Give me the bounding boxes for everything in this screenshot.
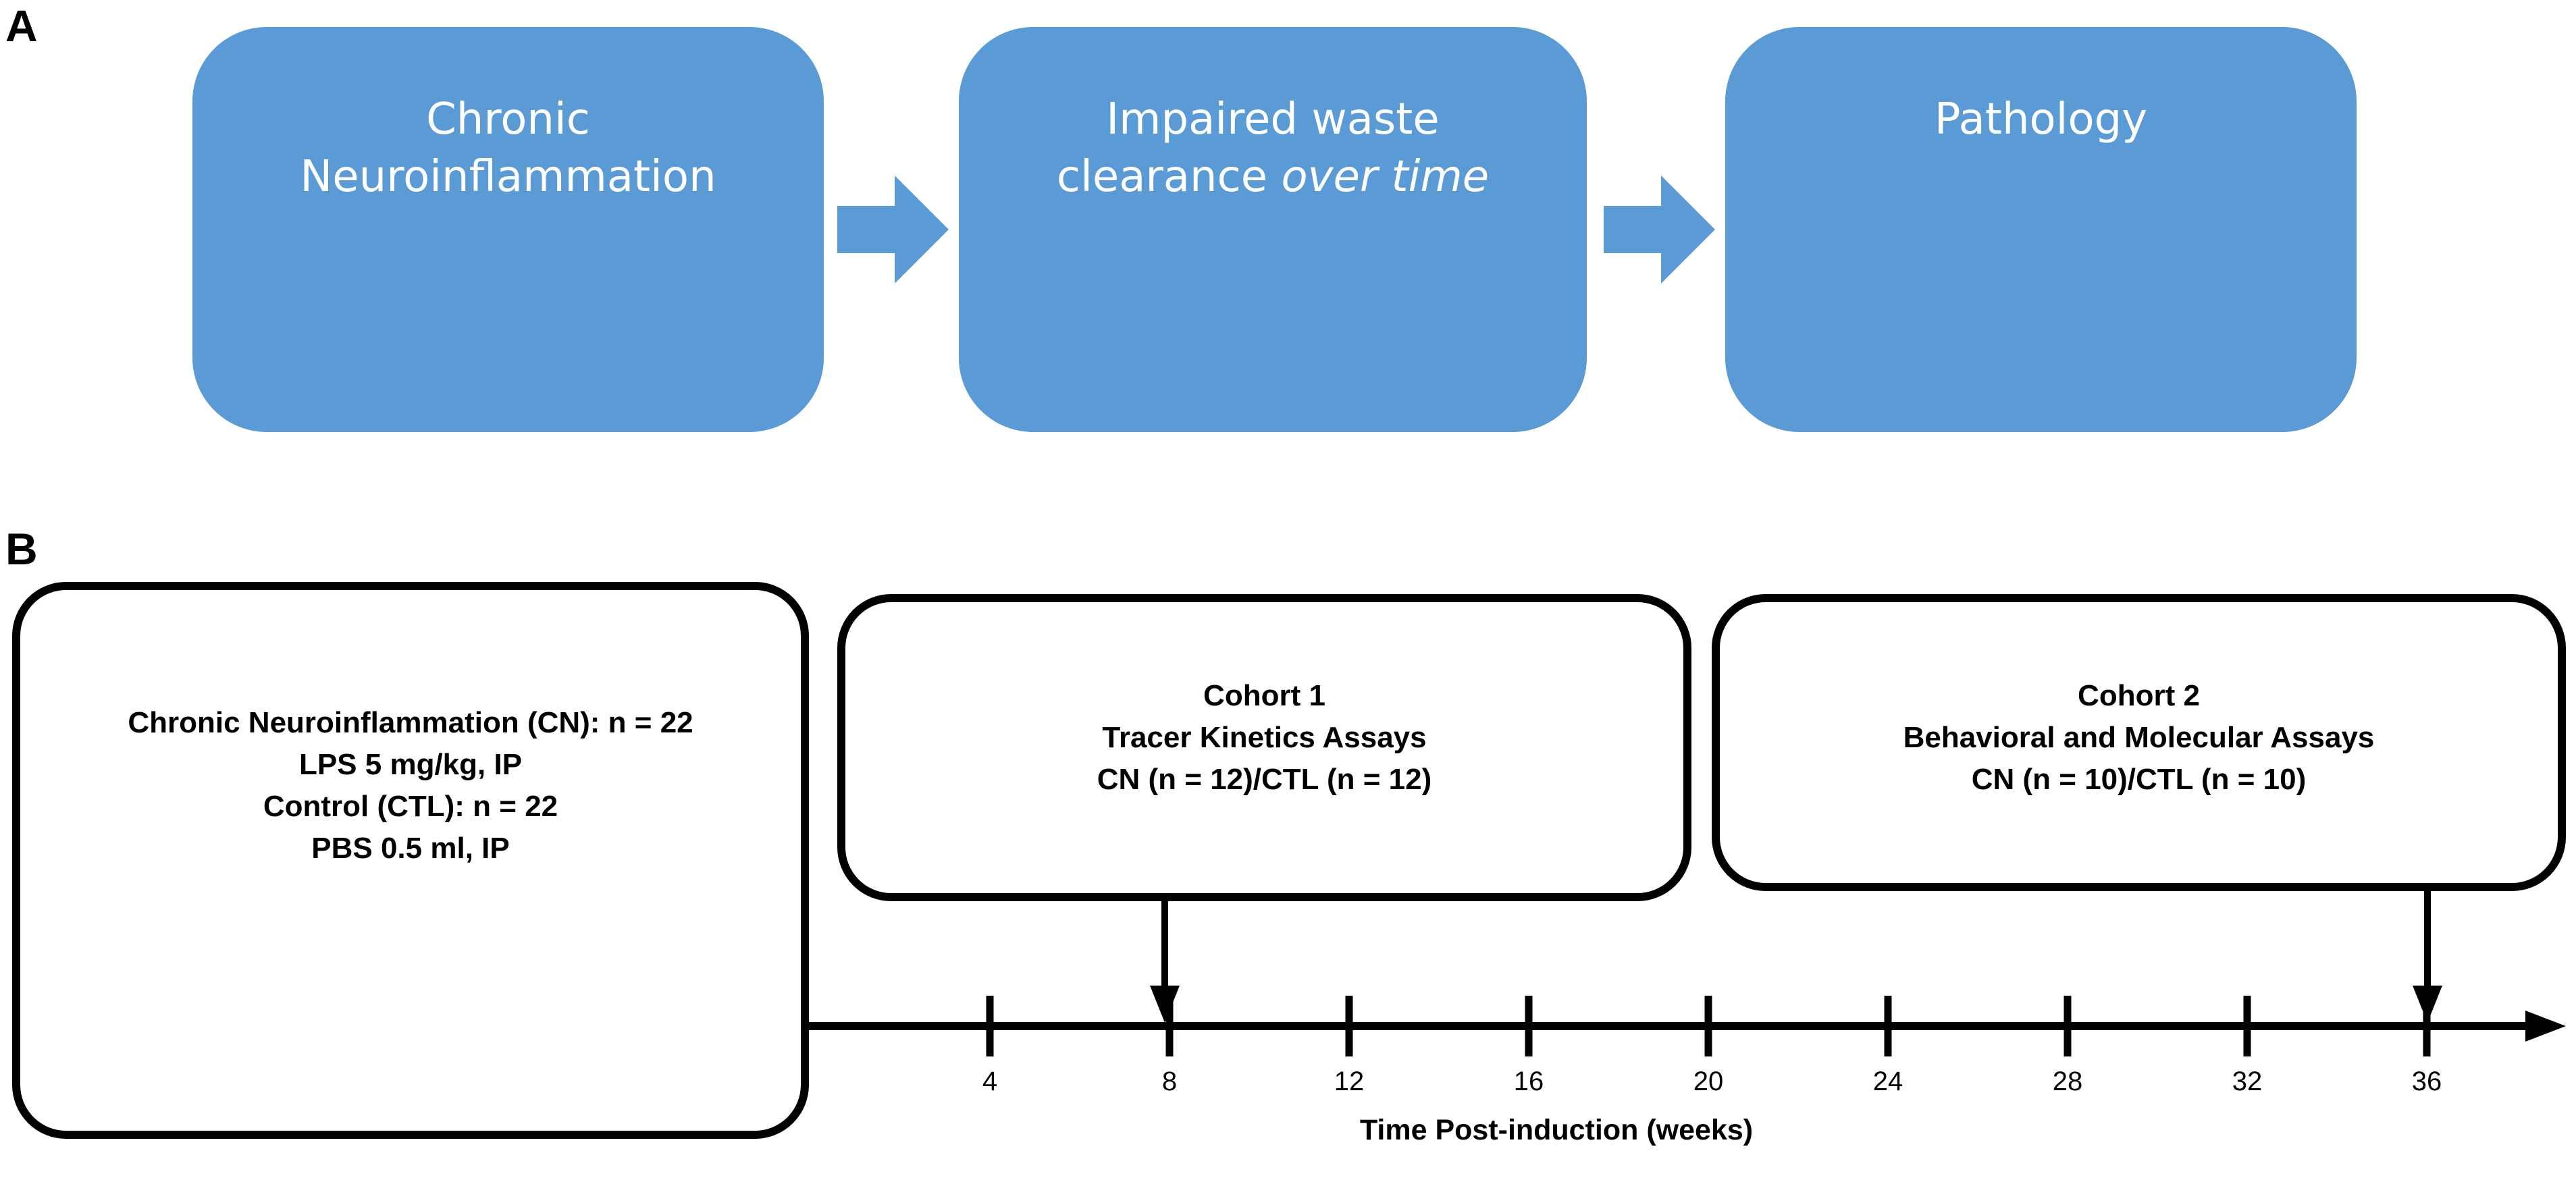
cohort1-arrow-head-icon (1150, 986, 1180, 1023)
cohort2-box: Cohort 2 Behavioral and Molecular Assays… (1712, 594, 2566, 891)
timeline-tick-label: 24 (1872, 1067, 1903, 1096)
cohort1-box: Cohort 1 Tracer Kinetics Assays CN (n = … (837, 594, 1691, 901)
flow-box-chronic-neuroinflammation: Chronic Neuroinflammation (192, 27, 824, 432)
panel-a-label: A (5, 1, 38, 51)
flow-box-pathology: Pathology (1725, 27, 2357, 432)
timeline-tick-label: 32 (2232, 1067, 2263, 1096)
cohort1-assay: Tracer Kinetics Assays (1102, 721, 1427, 754)
cohort2-title: Cohort 2 (2078, 679, 2200, 712)
induction-box: Chronic Neuroinflammation (CN): n = 22 L… (12, 582, 809, 1139)
timeline-tick-label: 20 (1693, 1067, 1724, 1096)
flow-arrow-right-icon (1604, 176, 1715, 284)
induction-line: Chronic Neuroinflammation (CN): n = 22 (128, 706, 693, 739)
timeline-arrowhead-icon (2525, 1011, 2566, 1042)
flow-box-text-line: Impaired waste (1106, 95, 1440, 144)
induction-line: Control (CTL): n = 22 (263, 790, 558, 823)
timeline-tick-label: 12 (1334, 1067, 1365, 1096)
induction-line: PBS 0.5 ml, IP (311, 832, 510, 865)
flow-box-text-normal: clearance (1056, 152, 1282, 202)
timeline-axis-title: Time Post-induction (weeks) (1359, 1114, 1754, 1146)
cohort1-title: Cohort 1 (1203, 679, 1325, 712)
cohort2-groups: CN (n = 10)/CTL (n = 10) (1971, 763, 2307, 796)
panel-b-label: B (5, 524, 38, 574)
cohort2-arrow-head-icon (2413, 986, 2442, 1023)
cohort1-groups: CN (n = 12)/CTL (n = 12) (1097, 763, 1432, 796)
flow-box-text-line: Chronic (426, 95, 590, 144)
flow-box-impaired-waste-clearance: Impaired waste clearance over time (959, 27, 1587, 432)
induction-line: LPS 5 mg/kg, IP (298, 748, 523, 781)
flow-box-text-italic: over time (1281, 152, 1490, 202)
timeline-tick-label: 36 (2411, 1067, 2442, 1096)
flow-arrow-right-icon (837, 176, 949, 284)
timeline-tick-label: 28 (2052, 1067, 2083, 1096)
timeline-tick-label: 16 (1513, 1067, 1544, 1096)
flow-box-text-line: Pathology (1934, 95, 2148, 144)
timeline-tick-label: 4 (982, 1067, 998, 1096)
flow-box-text-line: clearance over time (1057, 149, 1489, 206)
flow-box-text-line: Neuroinflammation (300, 152, 716, 202)
cohort2-assay: Behavioral and Molecular Assays (1903, 721, 2375, 754)
timeline-tick-label: 8 (1161, 1067, 1178, 1096)
